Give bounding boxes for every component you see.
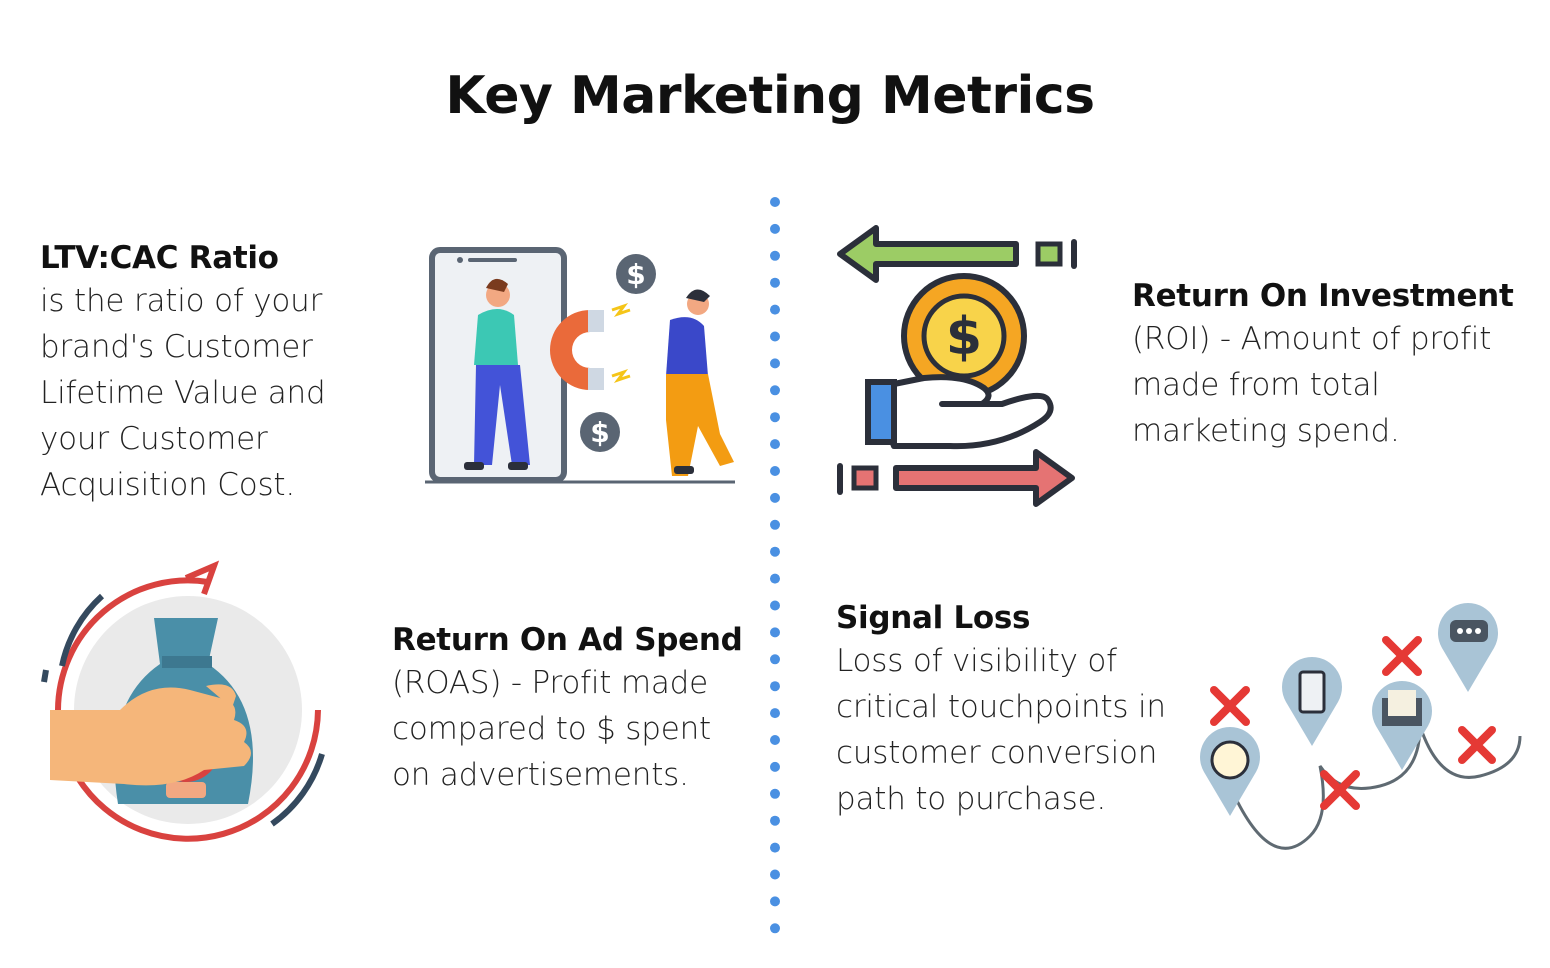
divider-dot xyxy=(770,815,780,826)
divider-dot xyxy=(770,869,780,880)
divider-dot xyxy=(770,600,780,611)
metric-description: (ROAS) - Profit made compared to $ spent… xyxy=(392,665,712,793)
hand-holding-coin-icon: $ xyxy=(837,225,1077,507)
divider-dot xyxy=(770,304,780,315)
metric-heading: Signal Loss xyxy=(836,600,1031,636)
broken-link-cross-icon xyxy=(1210,636,1496,810)
divider-dot xyxy=(770,788,780,799)
metric-description: Loss of visibility of critical touchpoin… xyxy=(836,643,1166,817)
divider-dot xyxy=(770,331,780,342)
dotted-divider xyxy=(770,197,780,934)
metric-description: (ROI) - Amount of profit made from total… xyxy=(1132,321,1492,449)
divider-dot xyxy=(770,654,780,665)
mobile-pin-icon xyxy=(1282,657,1342,746)
page-title: Key Marketing Metrics xyxy=(445,66,1095,126)
metric-description: is the ratio of your brand's Customer Li… xyxy=(40,283,326,503)
divider-dot xyxy=(770,842,780,853)
metric-heading: LTV:CAC Ratio xyxy=(40,240,279,276)
metric-roas: Return On Ad Spend (ROAS) - Profit made … xyxy=(392,622,752,798)
divider-dot xyxy=(770,197,780,207)
phone-pin-icon xyxy=(1200,727,1260,816)
metric-ltv-cac: LTV:CAC Ratio is the ratio of your brand… xyxy=(40,240,360,508)
divider-dot xyxy=(770,896,780,907)
divider-dot xyxy=(770,546,780,557)
metric-signal-loss: Signal Loss Loss of visibility of critic… xyxy=(836,600,1176,822)
divider-dot xyxy=(770,277,780,288)
divider-dot xyxy=(770,519,780,530)
dollar-coin-label: $ xyxy=(946,307,982,367)
money-bag-in-hand-icon: $ xyxy=(41,560,325,842)
divider-dot xyxy=(770,250,780,261)
divider-dot xyxy=(770,412,780,423)
divider-dot xyxy=(770,708,780,719)
divider-dot xyxy=(770,385,780,396)
divider-dot xyxy=(770,466,780,476)
dollar-coin-label: $ xyxy=(590,416,609,449)
magnet-attracting-customer-icon: $ $ xyxy=(425,247,735,484)
chat-pin-icon xyxy=(1438,603,1498,692)
divider-dot xyxy=(770,761,780,772)
metric-heading: Return On Investment xyxy=(1132,278,1514,314)
divider-dot xyxy=(770,223,780,234)
divider-dot xyxy=(770,439,780,450)
broken-touchpoint-path-icon xyxy=(1200,603,1522,850)
metric-heading: Return On Ad Spend xyxy=(392,622,743,658)
divider-dot xyxy=(770,681,780,692)
email-pin-icon xyxy=(1372,681,1432,770)
divider-dot xyxy=(770,923,780,934)
divider-dot xyxy=(770,573,780,584)
divider-dot xyxy=(770,492,780,503)
metric-roi: Return On Investment (ROI) - Amount of p… xyxy=(1132,278,1532,454)
divider-dot xyxy=(770,735,780,745)
dollar-coin-label: $ xyxy=(626,258,645,291)
divider-dot xyxy=(770,358,780,369)
divider-dot xyxy=(770,627,780,638)
